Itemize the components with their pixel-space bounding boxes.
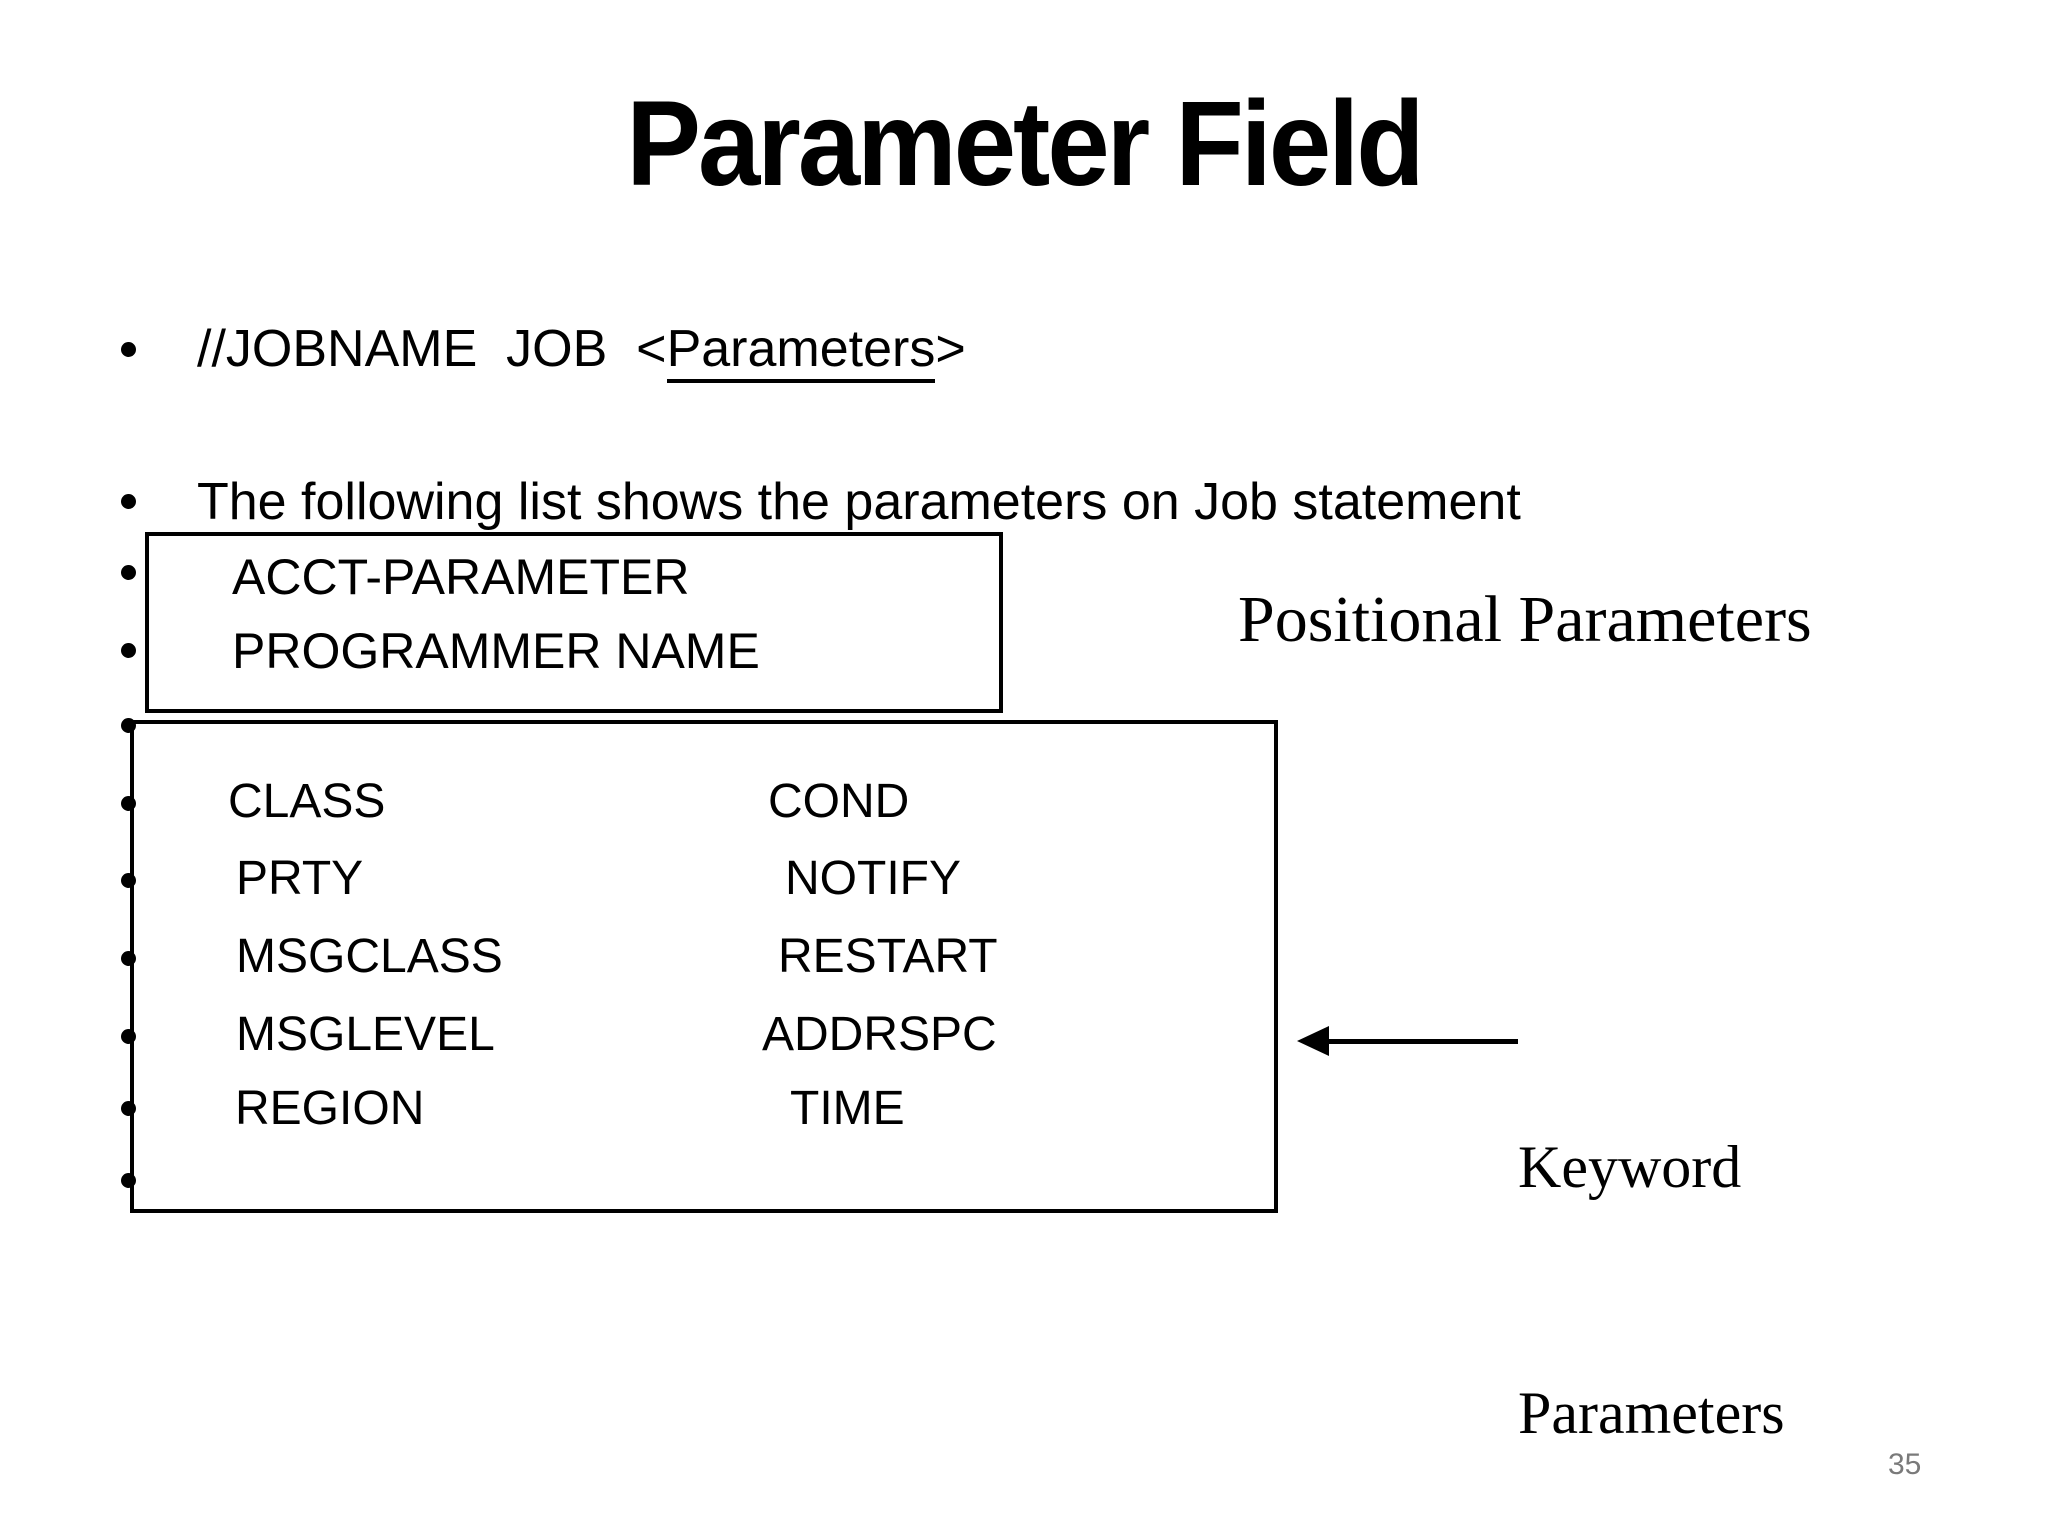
bullet-dot bbox=[121, 796, 136, 811]
positional-item-programmer: PROGRAMMER NAME bbox=[232, 623, 760, 679]
keyword-item-addrspc: ADDRSPC bbox=[762, 1008, 997, 1061]
keyword-label-line1: Keyword bbox=[1518, 1134, 1742, 1200]
keyword-item-restart: RESTART bbox=[778, 930, 998, 983]
positional-parameters-box bbox=[145, 532, 1003, 713]
bullet-dot bbox=[121, 643, 136, 658]
keyword-item-time: TIME bbox=[790, 1082, 905, 1135]
bullet-dot bbox=[121, 1029, 136, 1044]
keyword-item-class: CLASS bbox=[228, 775, 386, 828]
bullet-dot bbox=[121, 718, 136, 733]
bullet-dot bbox=[121, 873, 136, 888]
keyword-label-line2: Parameters bbox=[1518, 1380, 1785, 1446]
keyword-item-prty: PRTY bbox=[236, 852, 364, 905]
jcl-statement-line: //JOBNAME JOB <Parameters> bbox=[197, 320, 966, 383]
keyword-item-cond: COND bbox=[768, 775, 910, 828]
positional-parameters-label: Positional Parameters bbox=[1238, 583, 1812, 656]
keyword-item-msglevel: MSGLEVEL bbox=[236, 1008, 495, 1061]
jcl-statement-suffix: > bbox=[935, 320, 966, 378]
keyword-item-region: REGION bbox=[235, 1082, 425, 1135]
bullet-dot bbox=[121, 342, 136, 357]
arrow-shaft bbox=[1325, 1039, 1518, 1044]
slide-title: Parameter Field bbox=[626, 76, 1424, 212]
bullet-dot bbox=[121, 1173, 136, 1188]
bullet-dot bbox=[121, 951, 136, 966]
intro-line: The following list shows the parameters … bbox=[197, 473, 1521, 531]
jcl-statement-parameters: Parameters bbox=[666, 320, 936, 383]
keyword-item-msgclass: MSGCLASS bbox=[236, 930, 503, 983]
bullet-dot bbox=[121, 1101, 136, 1116]
arrow-head-icon bbox=[1297, 1026, 1329, 1056]
keyword-parameters-label: Keyword Parameters bbox=[1518, 962, 1785, 1536]
keyword-parameters-box bbox=[130, 720, 1278, 1213]
bullet-dot bbox=[121, 494, 136, 509]
bullet-dot bbox=[121, 565, 136, 580]
page-number: 35 bbox=[1888, 1448, 1922, 1481]
jcl-statement-prefix: //JOBNAME JOB < bbox=[197, 320, 667, 378]
positional-item-acct: ACCT-PARAMETER bbox=[232, 549, 690, 605]
keyword-item-notify: NOTIFY bbox=[785, 852, 961, 905]
